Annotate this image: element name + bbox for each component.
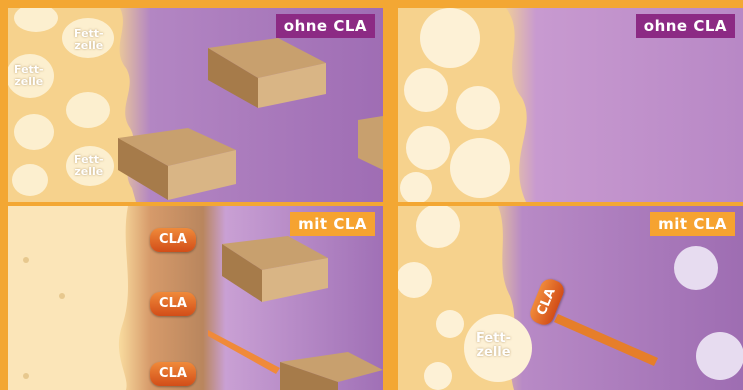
package-1 [222, 236, 328, 302]
panel-bottom-right: Fett-zelle CLA mit CLA [398, 206, 743, 390]
transport-arrow [208, 330, 280, 374]
cell-label: Fett-zelle [74, 28, 104, 51]
fat-droplet [696, 332, 743, 380]
cell-label: Fett-zelle [14, 64, 44, 87]
cell-label: Fett-zelle [476, 332, 511, 359]
panel-label: ohne CLA [276, 14, 375, 38]
panel-label: mit CLA [290, 212, 375, 236]
package-3 [358, 116, 383, 170]
cla-badge: CLA [150, 362, 196, 386]
cell-label: Fett-zelle [74, 154, 104, 177]
panel-bottom-left: CLA CLA CLA mit CLA [8, 206, 383, 390]
package-2 [280, 352, 383, 390]
panel-top-right: ohne CLA [398, 8, 743, 202]
panel-label: mit CLA [650, 212, 735, 236]
package-2 [118, 128, 236, 200]
cla-badge: CLA [150, 228, 196, 252]
cla-badge: CLA [150, 292, 196, 316]
package-1 [208, 38, 326, 108]
fat-droplet [674, 246, 718, 290]
transport-trail [554, 314, 658, 366]
panel-label: ohne CLA [636, 14, 735, 38]
panel-top-left: Fett-zelle Fett-zelle Fett-zelle ohne CL… [8, 8, 383, 202]
